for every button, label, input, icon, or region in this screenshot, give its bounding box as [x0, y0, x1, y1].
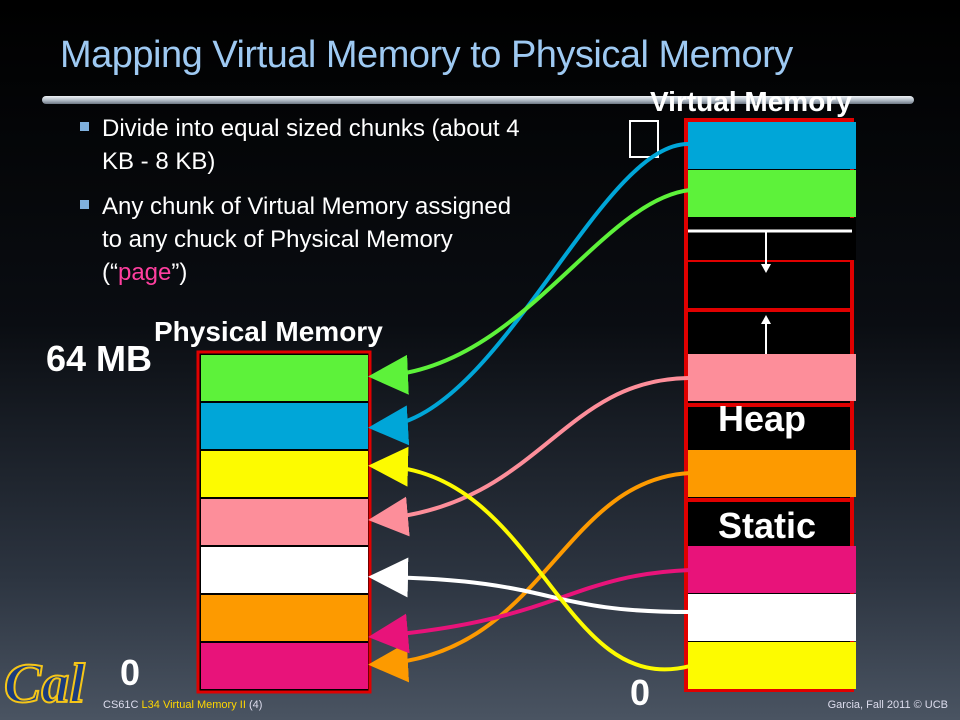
page-keyword: page — [117, 259, 172, 286]
footer-course: CS61C — [103, 699, 139, 711]
phys-page-yellow — [201, 451, 368, 497]
map-arrow-white — [368, 557, 691, 614]
heap-grow-up-arrow-icon — [761, 315, 771, 324]
phys-page-pink — [201, 499, 368, 545]
virt-page-pink — [688, 354, 856, 401]
stack-grow-down-arrow-icon — [761, 264, 771, 273]
virtual-memory-column — [684, 118, 856, 692]
footer-right: Garcia, Fall 2011 © UCB — [827, 699, 948, 711]
map-arrow-orange — [368, 471, 691, 683]
map-arrow-blue — [368, 141, 691, 446]
footer-lecture: L34 Virtual Memory II — [141, 699, 246, 711]
bullet-text-page-before: Any chunk of Virtual Memory assigned to … — [102, 193, 512, 286]
bullet-text-chunks: Divide into equal sized chunks (about 4 … — [102, 115, 520, 175]
static-label: Static — [718, 505, 817, 546]
phys-page-blue — [201, 403, 368, 449]
virt-page-magenta — [688, 546, 856, 593]
virt-zero-address-label: 0 — [630, 672, 651, 713]
bullet-square-icon — [80, 122, 89, 131]
bullet-text-page-after: ”) — [171, 259, 188, 286]
footer-page: (4) — [248, 699, 263, 711]
virt-page-orange — [688, 450, 856, 497]
bullet-list: Divide into equal sized chunks (about 4 … — [80, 112, 520, 301]
virt-stack-region — [688, 218, 856, 260]
phys-page-green — [201, 355, 368, 401]
phys-page-white — [201, 547, 368, 593]
map-arrow-green — [368, 188, 691, 395]
map-arrow-yellow — [368, 446, 691, 672]
phys-top-address-label: 64 MB — [46, 338, 153, 379]
phys-page-orange — [201, 595, 368, 641]
phys-zero-address-label: 0 — [120, 652, 141, 693]
bullet-item-chunks: Divide into equal sized chunks (about 4 … — [80, 112, 520, 178]
virt-page-blue — [688, 122, 856, 169]
footer-left: CS61C L34 Virtual Memory II (4) — [103, 699, 262, 711]
infinity-placeholder-icon — [629, 120, 659, 158]
virt-page-white — [688, 594, 856, 641]
cal-logo-text: Cal — [4, 653, 85, 714]
slide-title: Mapping Virtual Memory to Physical Memor… — [60, 34, 793, 76]
virt-page-yellow — [688, 642, 856, 689]
title-underline — [42, 96, 914, 104]
mapping-arrows — [368, 141, 691, 683]
phys-page-magenta — [201, 643, 368, 689]
virtual-memory-label: Virtual Memory — [650, 86, 852, 117]
cal-logo: Cal — [2, 648, 97, 719]
bullet-square-icon — [80, 200, 89, 209]
physical-memory-column — [196, 350, 372, 694]
heap-label: Heap — [718, 398, 807, 439]
physical-memory-label: Physical Memory — [154, 316, 383, 347]
virt-page-green — [688, 170, 856, 217]
map-arrow-pink — [368, 376, 689, 537]
bullet-item-page: Any chunk of Virtual Memory assigned to … — [80, 190, 520, 289]
